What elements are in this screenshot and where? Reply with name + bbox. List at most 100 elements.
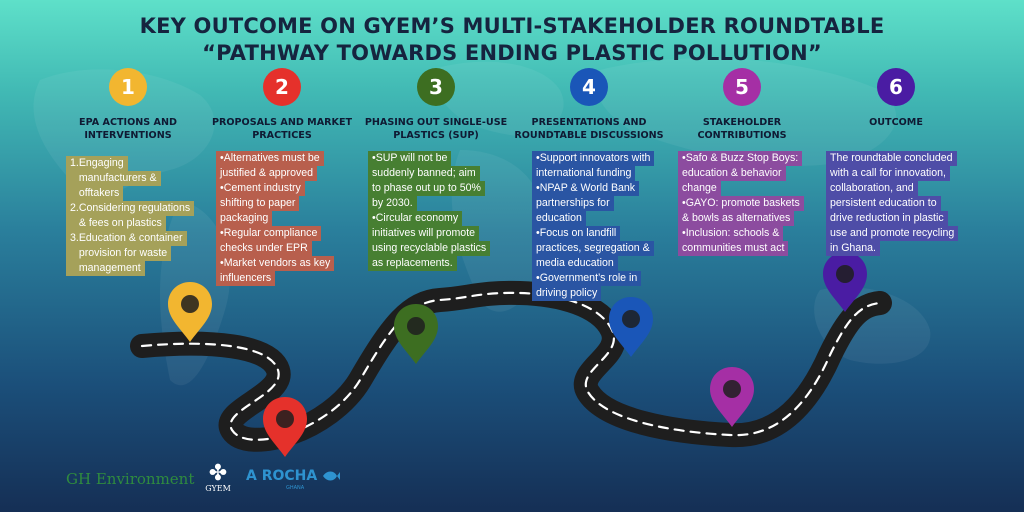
step-4-line-text: education <box>536 212 582 224</box>
step-2-badge: 2 <box>263 68 301 106</box>
step-2-line: shifting to paper <box>216 196 300 211</box>
step-1-line: 1.Engaging <box>66 156 128 171</box>
step-3-line: suddenly banned; aim <box>368 166 480 181</box>
step-4-line: •Support innovators with <box>532 151 655 166</box>
map-pin-icon <box>394 304 438 364</box>
step-2-line: checks under EPR <box>216 241 312 256</box>
step-5-line: education & behavior <box>678 166 786 181</box>
step-6-line: in Ghana. <box>826 241 880 256</box>
step-1-line: & fees on plastics <box>66 216 166 231</box>
step-5-line: •GAYO: promote baskets <box>678 196 804 211</box>
arocha-logo-text: A ROCHA <box>246 468 318 484</box>
step-1-line: management <box>66 261 145 276</box>
fish-icon <box>323 471 341 481</box>
step-4-line-text: driving policy <box>536 287 598 299</box>
step-5-line: •Inclusion: schools & <box>678 226 784 241</box>
step-4-line: education <box>532 211 586 226</box>
step-3-badge: 3 <box>417 68 455 106</box>
step-3-line-text: as replacements. <box>372 257 453 269</box>
step-3-line-text: SUP will not be <box>375 152 448 164</box>
map-pin-icon <box>710 367 754 427</box>
arocha-logo: A ROCHA GHANA <box>246 468 341 491</box>
step-5-heading: STAKEHOLDER CONTRIBUTIONS <box>667 116 817 142</box>
step-2-line-text: Regular compliance <box>223 227 318 239</box>
step-2-line: •Cement industry <box>216 181 305 196</box>
step-6-text-box: The roundtable concluded with a call for… <box>826 151 959 256</box>
step-5-line-text: Safo & Buzz Stop Boys: <box>685 152 799 164</box>
step-2-text-box: •Alternatives must be justified & approv… <box>216 151 335 286</box>
step-3-heading: PHASING OUT SINGLE-USE PLASTICS (SUP) <box>361 116 511 142</box>
step-2-line: •Alternatives must be <box>216 151 324 166</box>
step-3-line: using recyclable plastics <box>368 241 491 256</box>
step-6-line: drive reduction in plastic <box>826 211 948 226</box>
step-2-line: influencers <box>216 271 276 286</box>
map-pin-icon <box>168 282 212 342</box>
step-5-heading-line-2: CONTRIBUTIONS <box>697 130 787 141</box>
step-4-line: •Focus on landfill <box>532 226 621 241</box>
step-2-heading-line-1: PROPOSALS AND MARKET <box>211 117 353 128</box>
step-1-heading-line-2: INTERVENTIONS <box>84 130 172 141</box>
gyem-logo: ✤ GYEM <box>200 461 236 494</box>
step-3-line: to phase out up to 50% <box>368 181 485 196</box>
gh-environment-logo: GH Environment <box>66 470 195 488</box>
step-1-text-box: 1.Engaging manufacturers & offtakers 2.C… <box>66 156 195 276</box>
step-6-line: use and promote recycling <box>826 226 959 241</box>
step-1-line: 3.Education & container <box>66 231 187 246</box>
step-2-line: •Regular compliance <box>216 226 322 241</box>
step-6-line: The roundtable concluded <box>826 151 957 166</box>
step-4-line: international funding <box>532 166 636 181</box>
step-5-text-box: •Safo & Buzz Stop Boys: education & beha… <box>678 151 804 256</box>
step-4-line-text: practices, segregation & <box>536 242 650 254</box>
step-6-line: with a call for innovation, <box>826 166 951 181</box>
step-4-heading-line-1: PRESENTATIONS AND <box>531 117 647 128</box>
step-2-line-text: justified & approved <box>220 167 314 179</box>
step-2-heading: PROPOSALS AND MARKET PRACTICES <box>207 116 357 142</box>
step-2-line-text: Cement industry <box>223 182 301 194</box>
arocha-sub-text: GHANA <box>286 485 305 491</box>
step-6-line: collaboration, and <box>826 181 918 196</box>
step-5-line-text: & bowls as alternatives <box>682 212 791 224</box>
step-5-line: change <box>678 181 721 196</box>
step-5-badge: 5 <box>723 68 761 106</box>
step-2-line-text: Alternatives must be <box>223 152 320 164</box>
step-4-line: media education <box>532 256 618 271</box>
step-2-line: packaging <box>216 211 273 226</box>
step-2-line: •Market vendors as key <box>216 256 335 271</box>
step-1-heading-line-1: EPA ACTIONS AND <box>79 117 177 128</box>
step-4-text-box: •Support innovators with international f… <box>532 151 655 301</box>
step-5-line-text: Inclusion: schools & <box>685 227 780 239</box>
step-2-line-text: influencers <box>220 272 272 284</box>
step-1-line: provision for waste <box>66 246 172 261</box>
step-1-line: offtakers <box>66 186 124 201</box>
step-3-line-text: Circular economy <box>375 212 459 224</box>
step-5-line-text: change <box>682 182 717 194</box>
step-4-line-text: Focus on landfill <box>539 227 617 239</box>
step-1-line: manufacturers & <box>66 171 161 186</box>
step-6-heading-line-1: OUTCOME <box>869 117 923 128</box>
step-5-line-text: GAYO: promote baskets <box>685 197 800 209</box>
step-6-line: persistent education to <box>826 196 941 211</box>
step-1-heading: EPA ACTIONS AND INTERVENTIONS <box>53 116 203 142</box>
map-pin-icon <box>263 397 307 457</box>
step-5-line: & bowls as alternatives <box>678 211 795 226</box>
step-5-line: communities must act <box>678 241 789 256</box>
step-4-line-text: NPAP & World Bank <box>539 182 636 194</box>
title-line-2: “PATHWAY TOWARDS ENDING PLASTIC POLLUTIO… <box>202 41 822 65</box>
step-3-line-text: initiatives will promote <box>372 227 476 239</box>
step-5-line-text: education & behavior <box>682 167 782 179</box>
step-2-line-text: shifting to paper <box>220 197 296 209</box>
step-2-line-text: packaging <box>220 212 269 224</box>
step-4-badge: 4 <box>570 68 608 106</box>
gyem-mark-icon: ✤ <box>208 461 228 486</box>
map-pin-icon <box>609 297 653 357</box>
gyem-logo-text: GYEM <box>205 484 231 493</box>
step-1-badge: 1 <box>109 68 147 106</box>
step-4-heading: PRESENTATIONS AND ROUNDTABLE DISCUSSIONS <box>514 116 664 142</box>
step-3-line: initiatives will promote <box>368 226 480 241</box>
step-3-line: •SUP will not be <box>368 151 452 166</box>
step-4-line-text: international funding <box>536 167 632 179</box>
step-4-line: partnerships for <box>532 196 614 211</box>
step-2-line-text: checks under EPR <box>220 242 308 254</box>
